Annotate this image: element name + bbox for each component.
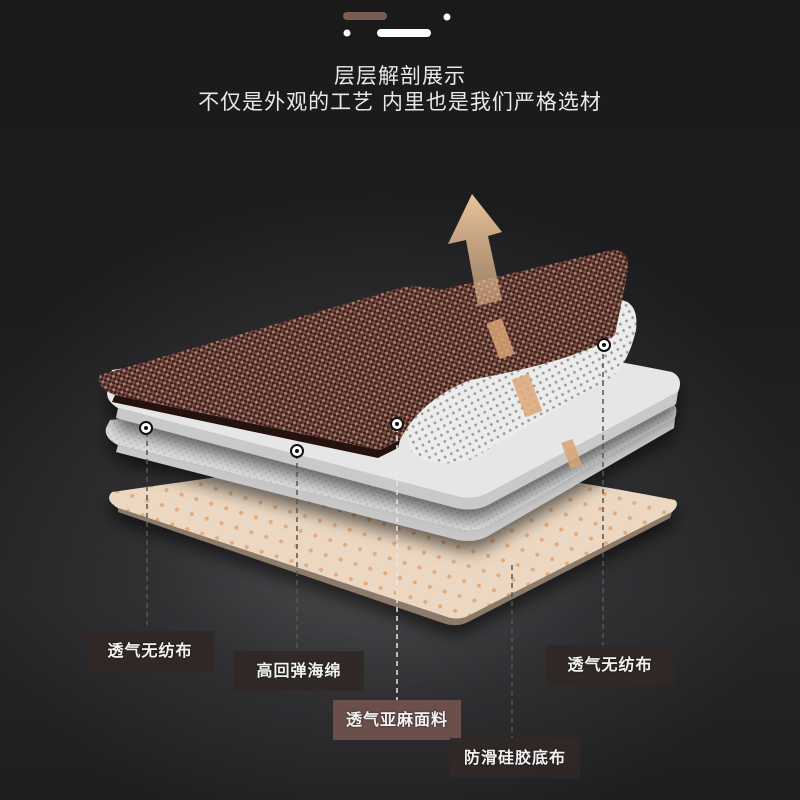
marker-icons — [139, 338, 611, 458]
page-title: 层层解剖展示 — [334, 64, 466, 88]
page-subtitle: 不仅是外观的工艺 内里也是我们严格选材 — [198, 90, 602, 114]
target-icon — [597, 338, 611, 352]
dot-right — [443, 13, 451, 21]
target-icon — [390, 417, 404, 431]
leader-lines — [146, 345, 604, 740]
label-high-resilience-foam: 高回弹海绵 — [234, 651, 364, 691]
header-decoration — [343, 12, 451, 37]
white-bar — [377, 29, 431, 37]
up-arrow-icon — [448, 194, 502, 306]
target-icon — [139, 421, 153, 435]
label-bottom-nonwoven: 透气无纺布 — [546, 645, 674, 685]
dot-left — [343, 29, 351, 37]
target-icon — [290, 444, 304, 458]
label-top-nonwoven: 透气无纺布 — [86, 631, 214, 671]
label-antislip-silicone: 防滑硅胶底布 — [450, 738, 580, 778]
center-strap — [486, 318, 583, 470]
accent-bar — [343, 12, 387, 20]
label-linen-fabric: 透气亚麻面料 — [333, 700, 461, 740]
